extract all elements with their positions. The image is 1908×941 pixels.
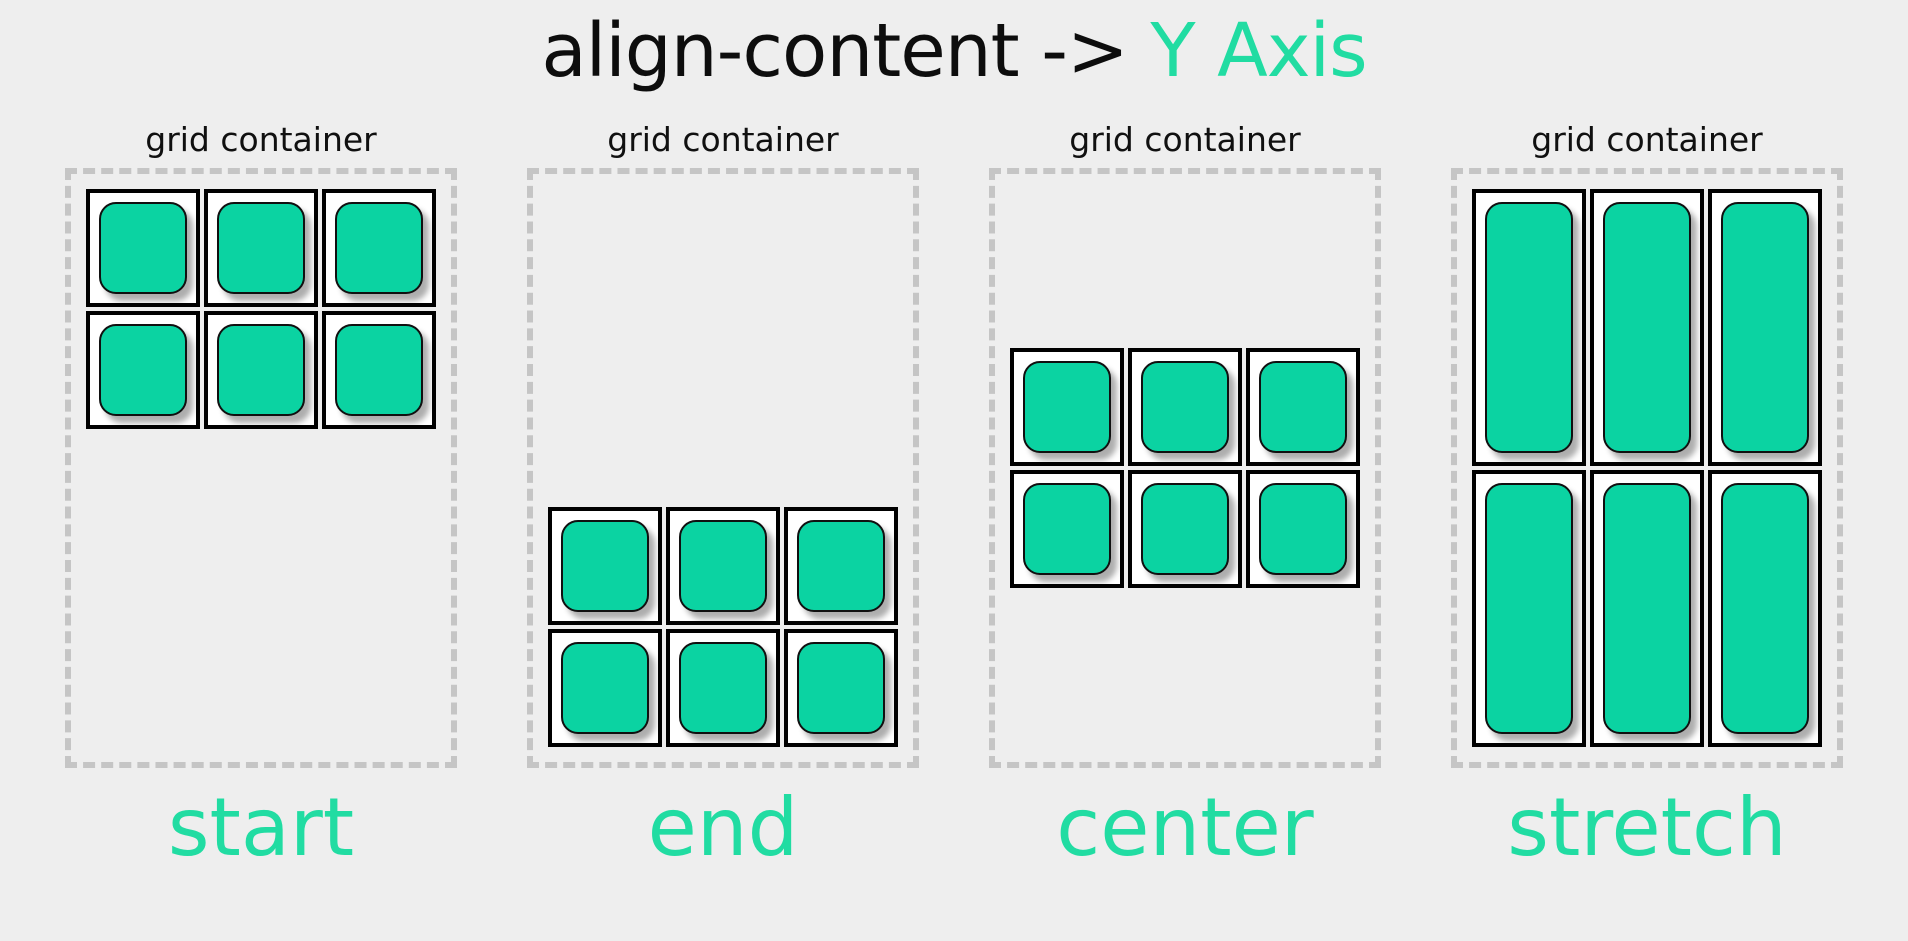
grid-container-end bbox=[527, 168, 919, 768]
grid-container-start bbox=[65, 168, 457, 768]
grid-item bbox=[217, 202, 305, 294]
grid-item bbox=[1141, 361, 1229, 453]
grid-container-label: grid container bbox=[1069, 120, 1301, 159]
grid-cell bbox=[1472, 470, 1586, 747]
grid-cell bbox=[1246, 348, 1360, 466]
grid-cell bbox=[86, 189, 200, 307]
panel-end: grid container end bbox=[527, 120, 919, 872]
grid-cell bbox=[1246, 470, 1360, 588]
grid-item bbox=[1603, 483, 1691, 734]
grid-item bbox=[1259, 361, 1347, 453]
grid-block bbox=[548, 507, 898, 747]
grid-block bbox=[1472, 189, 1822, 747]
grid-item bbox=[217, 324, 305, 416]
grid-container-label: grid container bbox=[607, 120, 839, 159]
grid-block bbox=[86, 189, 436, 429]
grid-item bbox=[797, 520, 885, 612]
grid-item bbox=[1485, 202, 1573, 453]
grid-cell bbox=[204, 189, 318, 307]
grid-item bbox=[1721, 483, 1809, 734]
grid-item bbox=[679, 642, 767, 734]
alignment-value-label: end bbox=[647, 781, 799, 874]
grid-container-label: grid container bbox=[1531, 120, 1763, 159]
grid-cell bbox=[1472, 189, 1586, 466]
panel-center: grid container center bbox=[989, 120, 1381, 872]
grid-item bbox=[561, 642, 649, 734]
grid-block bbox=[1010, 348, 1360, 588]
grid-item bbox=[335, 202, 423, 294]
grid-item bbox=[99, 202, 187, 294]
grid-item bbox=[1259, 483, 1347, 575]
grid-cell bbox=[1010, 348, 1124, 466]
grid-cell bbox=[1010, 470, 1124, 588]
grid-item bbox=[1603, 202, 1691, 453]
grid-cell bbox=[86, 311, 200, 429]
grid-cell bbox=[784, 629, 898, 747]
grid-cell bbox=[1128, 348, 1242, 466]
grid-cell bbox=[322, 189, 436, 307]
grid-cell bbox=[548, 629, 662, 747]
grid-cell bbox=[1708, 189, 1822, 466]
alignment-value-label: stretch bbox=[1507, 781, 1787, 874]
grid-cell bbox=[784, 507, 898, 625]
grid-cell bbox=[666, 629, 780, 747]
grid-item bbox=[1141, 483, 1229, 575]
grid-container-center bbox=[989, 168, 1381, 768]
grid-cell bbox=[666, 507, 780, 625]
grid-item bbox=[561, 520, 649, 612]
grid-cell bbox=[1708, 470, 1822, 747]
grid-item bbox=[335, 324, 423, 416]
grid-item bbox=[1485, 483, 1573, 734]
panel-stretch: grid container stretch bbox=[1451, 120, 1843, 872]
title-axis-text: Y Axis bbox=[1150, 8, 1367, 94]
grid-cell bbox=[1590, 470, 1704, 747]
grid-container-label: grid container bbox=[145, 120, 377, 159]
grid-item bbox=[679, 520, 767, 612]
grid-item bbox=[1023, 483, 1111, 575]
alignment-value-label: center bbox=[1056, 781, 1314, 874]
grid-item bbox=[797, 642, 885, 734]
grid-cell bbox=[1128, 470, 1242, 588]
grid-item bbox=[1721, 202, 1809, 453]
grid-cell bbox=[548, 507, 662, 625]
title-property-text: align-content -> bbox=[541, 8, 1151, 94]
grid-cell bbox=[322, 311, 436, 429]
grid-item bbox=[99, 324, 187, 416]
page-title: align-content -> Y Axis bbox=[0, 8, 1908, 94]
panel-start: grid container start bbox=[65, 120, 457, 872]
grid-cell bbox=[204, 311, 318, 429]
grid-item bbox=[1023, 361, 1111, 453]
grid-container-stretch bbox=[1451, 168, 1843, 768]
alignment-value-label: start bbox=[167, 781, 355, 874]
grid-cell bbox=[1590, 189, 1704, 466]
panels-row: grid container start grid container bbox=[0, 120, 1908, 872]
